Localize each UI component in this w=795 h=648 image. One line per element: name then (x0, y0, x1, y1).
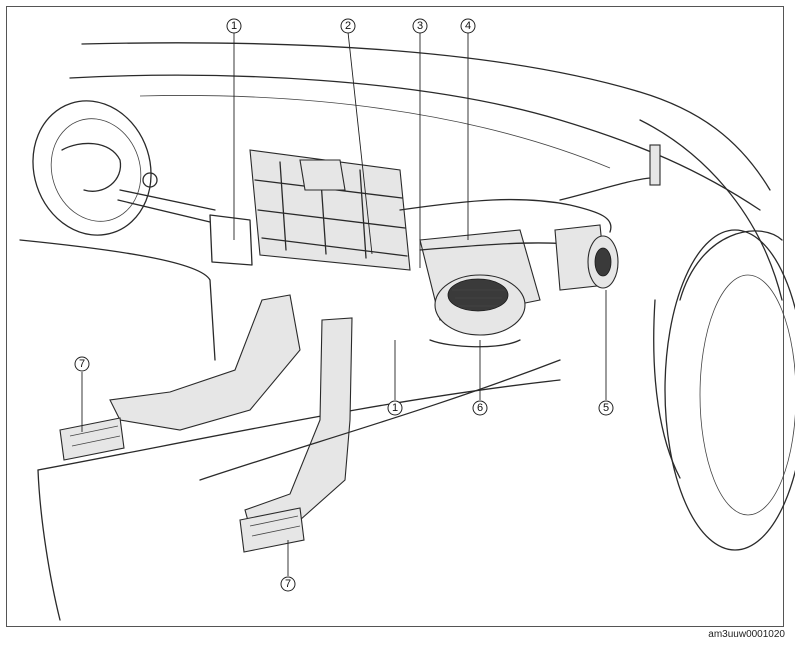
svg-text:7: 7 (285, 578, 291, 590)
callout-1-bottom: 1 (387, 400, 403, 416)
console-edge (199, 359, 561, 481)
condenser-line (559, 149, 661, 201)
svg-text:6: 6 (477, 402, 483, 414)
figure-code: am3uuw0001020 (708, 629, 785, 640)
callout-6: 6 (472, 400, 488, 416)
svg-text:5: 5 (603, 402, 609, 414)
svg-text:1: 1 (392, 402, 398, 414)
refrigerant-pipe-upper (399, 198, 612, 233)
wheel-arch (679, 230, 783, 301)
floor-left-edge (37, 469, 61, 621)
windshield-line (81, 42, 771, 191)
callout-7-left: 7 (74, 356, 90, 372)
dash-upper-line (139, 95, 611, 169)
steering-hub (61, 142, 122, 192)
diagram-frame (6, 6, 784, 627)
callout-5: 5 (598, 400, 614, 416)
dash-top-line (69, 74, 761, 211)
compressor (554, 224, 619, 291)
wheel-outer (664, 229, 795, 551)
body-lower-right (653, 299, 681, 479)
callout-7-bottom: 7 (280, 576, 296, 592)
svg-text:4: 4 (465, 20, 471, 32)
fender-outline (639, 119, 783, 301)
callout-4: 4 (460, 18, 476, 34)
callout-1-top: 1 (226, 18, 242, 34)
svg-text:1: 1 (231, 20, 237, 32)
svg-text:7: 7 (79, 358, 85, 370)
steering-wheel-inner (50, 118, 142, 222)
callout-2: 2 (340, 18, 356, 34)
ignition-knob (142, 172, 158, 188)
steering-wheel-rim (32, 100, 152, 236)
floor-front-edge (37, 379, 561, 471)
steering-column (117, 189, 216, 223)
heater-unit (209, 149, 411, 271)
pressure-switch (649, 144, 661, 186)
callout-3: 3 (412, 18, 428, 34)
instrument-panel-lower (19, 239, 216, 361)
svg-text:2: 2 (345, 20, 351, 32)
rear-heat-duct-left (59, 294, 301, 461)
blower-unit (419, 229, 541, 348)
svg-text:3: 3 (417, 20, 423, 32)
wheel-inner (699, 274, 795, 516)
